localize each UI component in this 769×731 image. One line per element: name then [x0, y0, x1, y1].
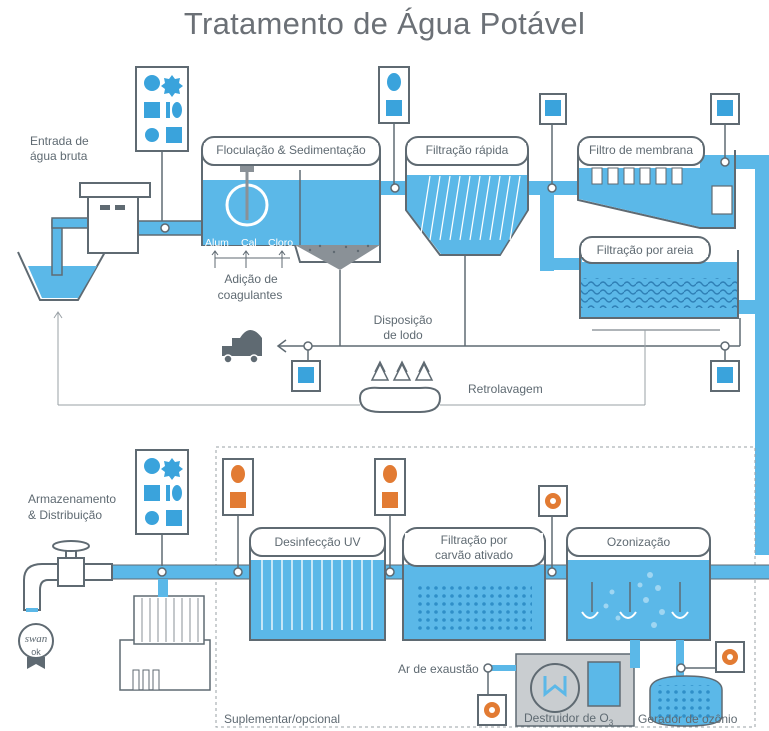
raw-water-label-1: Entrada de: [30, 134, 89, 148]
sludge-disposal-label-1: Disposição: [373, 313, 433, 327]
sensor-panels-top: [135, 66, 740, 392]
swan-badge: [18, 623, 54, 669]
raw-water-basin: [17, 182, 151, 301]
chlorine-label: Cloro: [268, 237, 294, 249]
junctions-sludge: [303, 341, 730, 351]
swan-badge-ok: ok: [31, 647, 41, 657]
ozonation-tank: [566, 527, 711, 641]
ozone-destructor: [483, 640, 640, 727]
sensor-panels-bottom: [135, 449, 745, 726]
backwash-lines: [53, 311, 646, 406]
exhaust-air-label: Ar de exaustão: [398, 662, 479, 676]
sludge-truck-icon: [222, 330, 262, 364]
sludge-disposal-label-2: de lodo: [383, 328, 423, 342]
raw-water-label-2: água bruta: [30, 149, 88, 163]
carbon-label-2: carvão ativado: [434, 548, 514, 562]
backwash-pond-icon: [358, 360, 442, 413]
sand-filtration-label: Filtração por areia: [582, 243, 708, 257]
optional-section-label: Suplementar/opcional: [224, 712, 341, 726]
carbon-label-1: Filtração por: [405, 533, 543, 547]
coagulant-label-2: coagulantes: [217, 288, 283, 302]
storage-label-2: & Distribuição: [28, 508, 103, 522]
ozone-generator: [649, 640, 730, 727]
optional-section-box: [215, 446, 756, 728]
membrane-filter-label: Filtro de membrana: [580, 143, 702, 157]
storage-label-1: Armazenamento: [28, 492, 117, 506]
flocculation-label: Floculação & Sedimentação: [204, 143, 378, 157]
faucet-icon: [23, 540, 113, 612]
lime-label: Cal: [241, 237, 257, 249]
alum-label: Alum: [205, 237, 229, 249]
rapid-filtration-label: Filtração rápida: [408, 143, 526, 157]
sludge-lines: [276, 255, 741, 353]
swan-badge-brand: swan: [24, 633, 48, 645]
backwash-label: Retrolavagem: [468, 382, 543, 396]
diagram-title: Tratamento de Água Potável: [183, 6, 586, 41]
coagulant-label-1: Adição de: [224, 272, 278, 286]
storage-tank: [119, 579, 211, 691]
uv-disinfection-label: Desinfecção UV: [252, 535, 383, 549]
ozonation-label: Ozonização: [569, 535, 708, 549]
ozone-destructor-label: Destruidor de O3: [524, 711, 614, 728]
ozone-generator-label: Gerador de ozônio: [638, 712, 738, 726]
